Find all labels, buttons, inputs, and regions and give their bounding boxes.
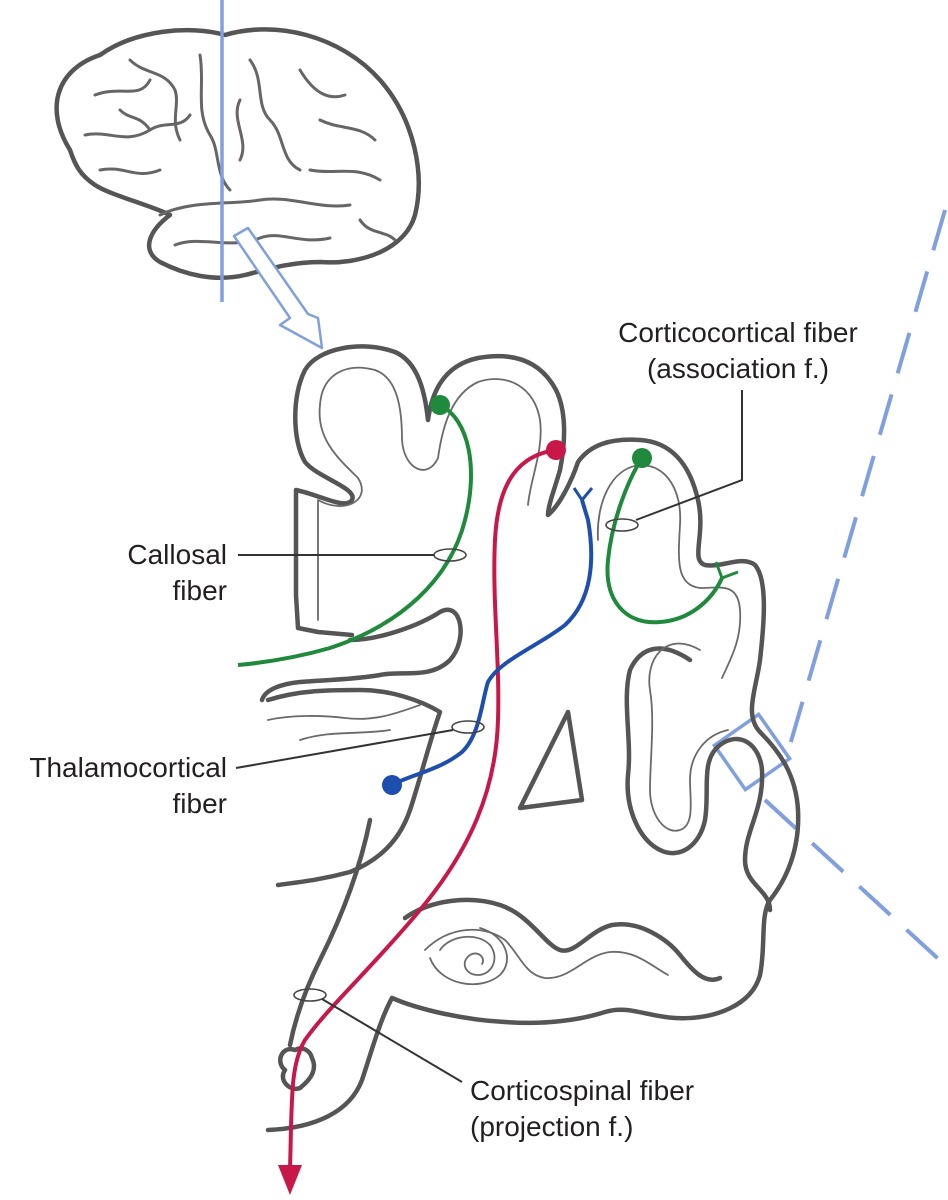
lateral-sulcus-loop xyxy=(624,646,773,913)
gray-white-boundary-right xyxy=(596,464,742,679)
cerebral-peduncle xyxy=(287,817,373,1048)
section-plane-indicator xyxy=(220,0,324,350)
thalamocortical-label-line1: Thalamocortical xyxy=(29,752,227,783)
corticospinal-arrowhead-icon xyxy=(278,1165,302,1195)
section-arrow-icon xyxy=(232,226,324,350)
corticospinal-neuron-body xyxy=(546,440,566,460)
labels: Corticocortical fiber (association f.) C… xyxy=(29,317,857,1142)
fibers xyxy=(237,395,739,1195)
coronal-section xyxy=(259,344,801,1133)
callosal-label-line1: Callosal xyxy=(127,539,227,570)
callosal-neuron-body xyxy=(430,395,450,415)
corticocortical-label-line1: Corticocortical fiber xyxy=(618,317,858,348)
thalamocortical-label-line2: fiber xyxy=(173,788,227,819)
temporal-lobe-outline xyxy=(265,687,443,888)
zoom-line-lower xyxy=(763,798,947,967)
corticocortical-marker-ring xyxy=(605,518,639,532)
thalamocortical-terminal xyxy=(572,487,594,501)
corticocortical-terminal xyxy=(714,561,739,580)
hippocampus-swirl xyxy=(439,936,496,976)
hippocampus-outer xyxy=(429,927,508,986)
insula-inner xyxy=(267,704,421,741)
gray-white-boundary-left xyxy=(317,366,542,621)
corticospinal-fiber xyxy=(288,448,557,1171)
corticospinal-label-line1: Corticospinal fiber xyxy=(470,1075,694,1106)
corticospinal-label-line2: (projection f.) xyxy=(470,1111,633,1142)
corticospinal-leader xyxy=(321,998,463,1083)
brainstem-outline xyxy=(278,1046,317,1092)
corticocortical-label-line2: (association f.) xyxy=(647,353,829,384)
thalamocortical-leader xyxy=(235,729,454,769)
temporal-lower-inner xyxy=(424,928,669,979)
thalamocortical-marker-ring xyxy=(451,720,485,734)
annotation-leaders xyxy=(235,390,743,1083)
corticospinal-marker-ring xyxy=(293,988,327,1002)
insula-fold xyxy=(259,607,463,703)
hemisphere-outline xyxy=(265,344,801,1133)
brain-outline xyxy=(54,27,421,280)
temporal-lower-outline xyxy=(402,897,723,982)
zoom-line-upper xyxy=(788,209,947,746)
zoom-box xyxy=(711,711,793,793)
magnification-indicator xyxy=(711,209,947,967)
thalamocortical-neuron-body xyxy=(382,775,402,795)
corticocortical-fiber xyxy=(605,456,724,625)
lateral-sulcus-inner xyxy=(648,642,729,832)
thalamocortical-fiber xyxy=(391,499,594,787)
lateral-brain-sketch xyxy=(54,27,421,280)
corticocortical-leader xyxy=(635,390,743,521)
brain-sulci xyxy=(83,53,397,247)
lateral-ventricle xyxy=(517,709,585,811)
callosal-fiber xyxy=(237,403,473,667)
corticocortical-neuron-body xyxy=(632,448,652,468)
callosal-label-line2: fiber xyxy=(173,575,227,606)
